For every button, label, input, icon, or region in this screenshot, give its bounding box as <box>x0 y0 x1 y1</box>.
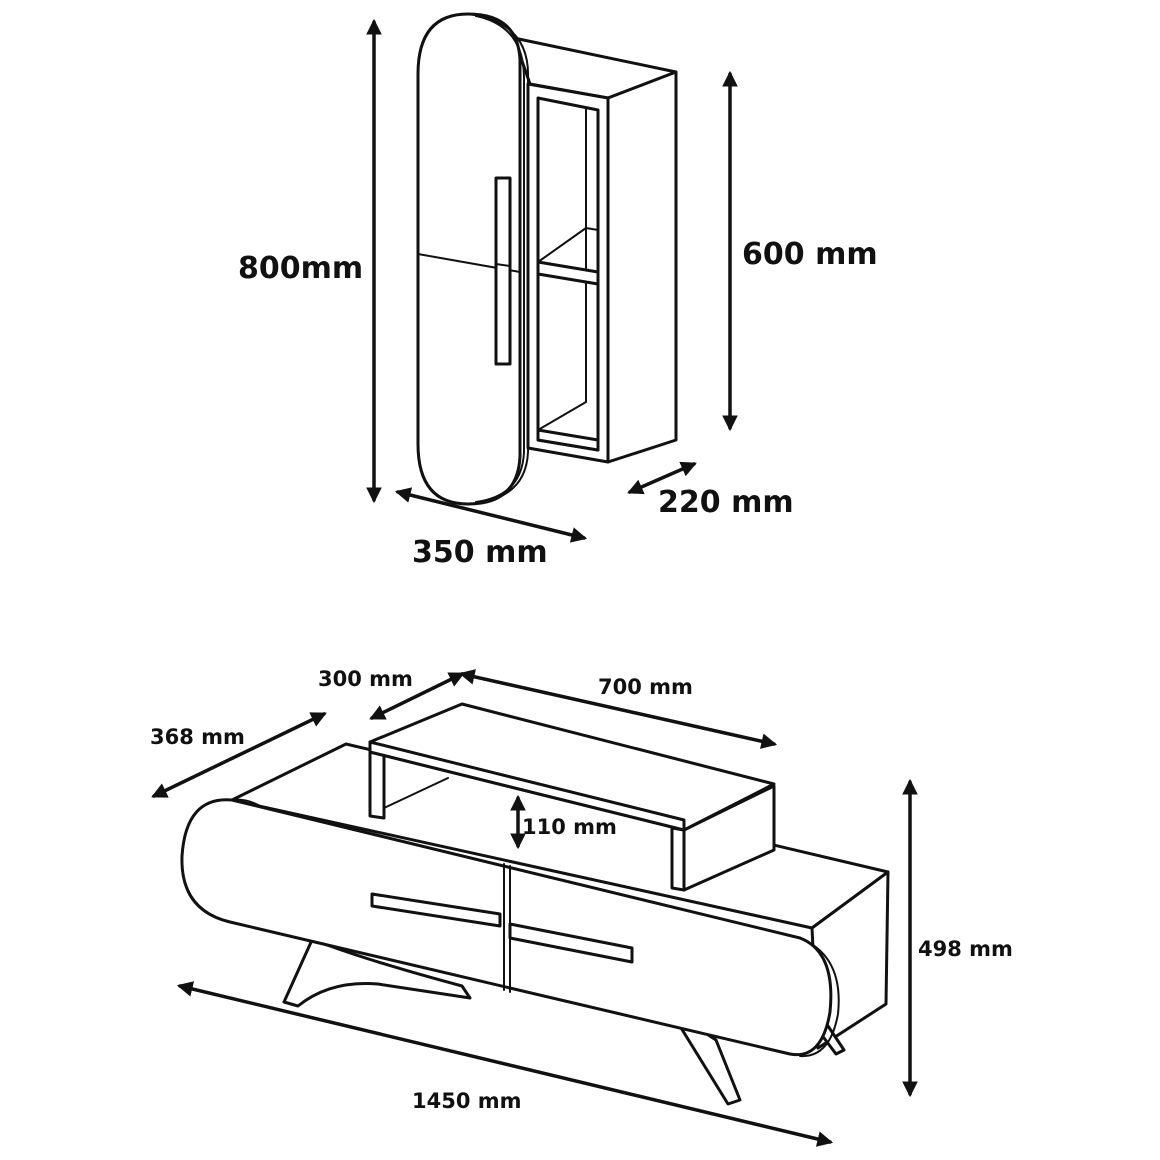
cabinet-lower-shelf <box>536 428 600 452</box>
top-width-label: 700 mm <box>598 675 693 699</box>
cabinet-middle-shelf <box>536 260 600 286</box>
dim-arrow-stand-width <box>176 981 834 1147</box>
top-shelf-left-support <box>368 748 386 820</box>
stand-height-label: 498 mm <box>918 937 1013 961</box>
wall-cabinet-drawing <box>416 12 678 506</box>
dim-arrow-cabinet-width <box>394 487 588 543</box>
door-handle <box>494 176 512 366</box>
cabinet-side-panel <box>606 70 678 464</box>
top-depth-label: 300 mm <box>318 667 413 691</box>
top-shelf-edge <box>368 740 686 832</box>
drawer-handle-right <box>508 922 634 964</box>
dim-arrow-top-depth <box>369 672 465 720</box>
dim-arrow-top-width <box>458 669 778 749</box>
stand-depth-label: 368 mm <box>150 725 245 749</box>
top-shelf-right-support <box>670 826 686 892</box>
dim-arrow-cabinet-depth <box>627 461 697 495</box>
dim-arrow-stand-depth <box>151 712 327 798</box>
cabinet-width-label: 350 mm <box>412 535 548 570</box>
top-clearance-label: 110 mm <box>522 815 617 839</box>
cabinet-body-height-label: 600 mm <box>742 237 878 272</box>
cabinet-depth-label: 220 mm <box>658 485 794 520</box>
cabinet-height-label: 800mm <box>238 251 363 286</box>
tv-stand-drawing <box>180 702 890 1106</box>
stand-width-label: 1450 mm <box>412 1089 522 1113</box>
drawer-handle-left <box>370 892 502 928</box>
